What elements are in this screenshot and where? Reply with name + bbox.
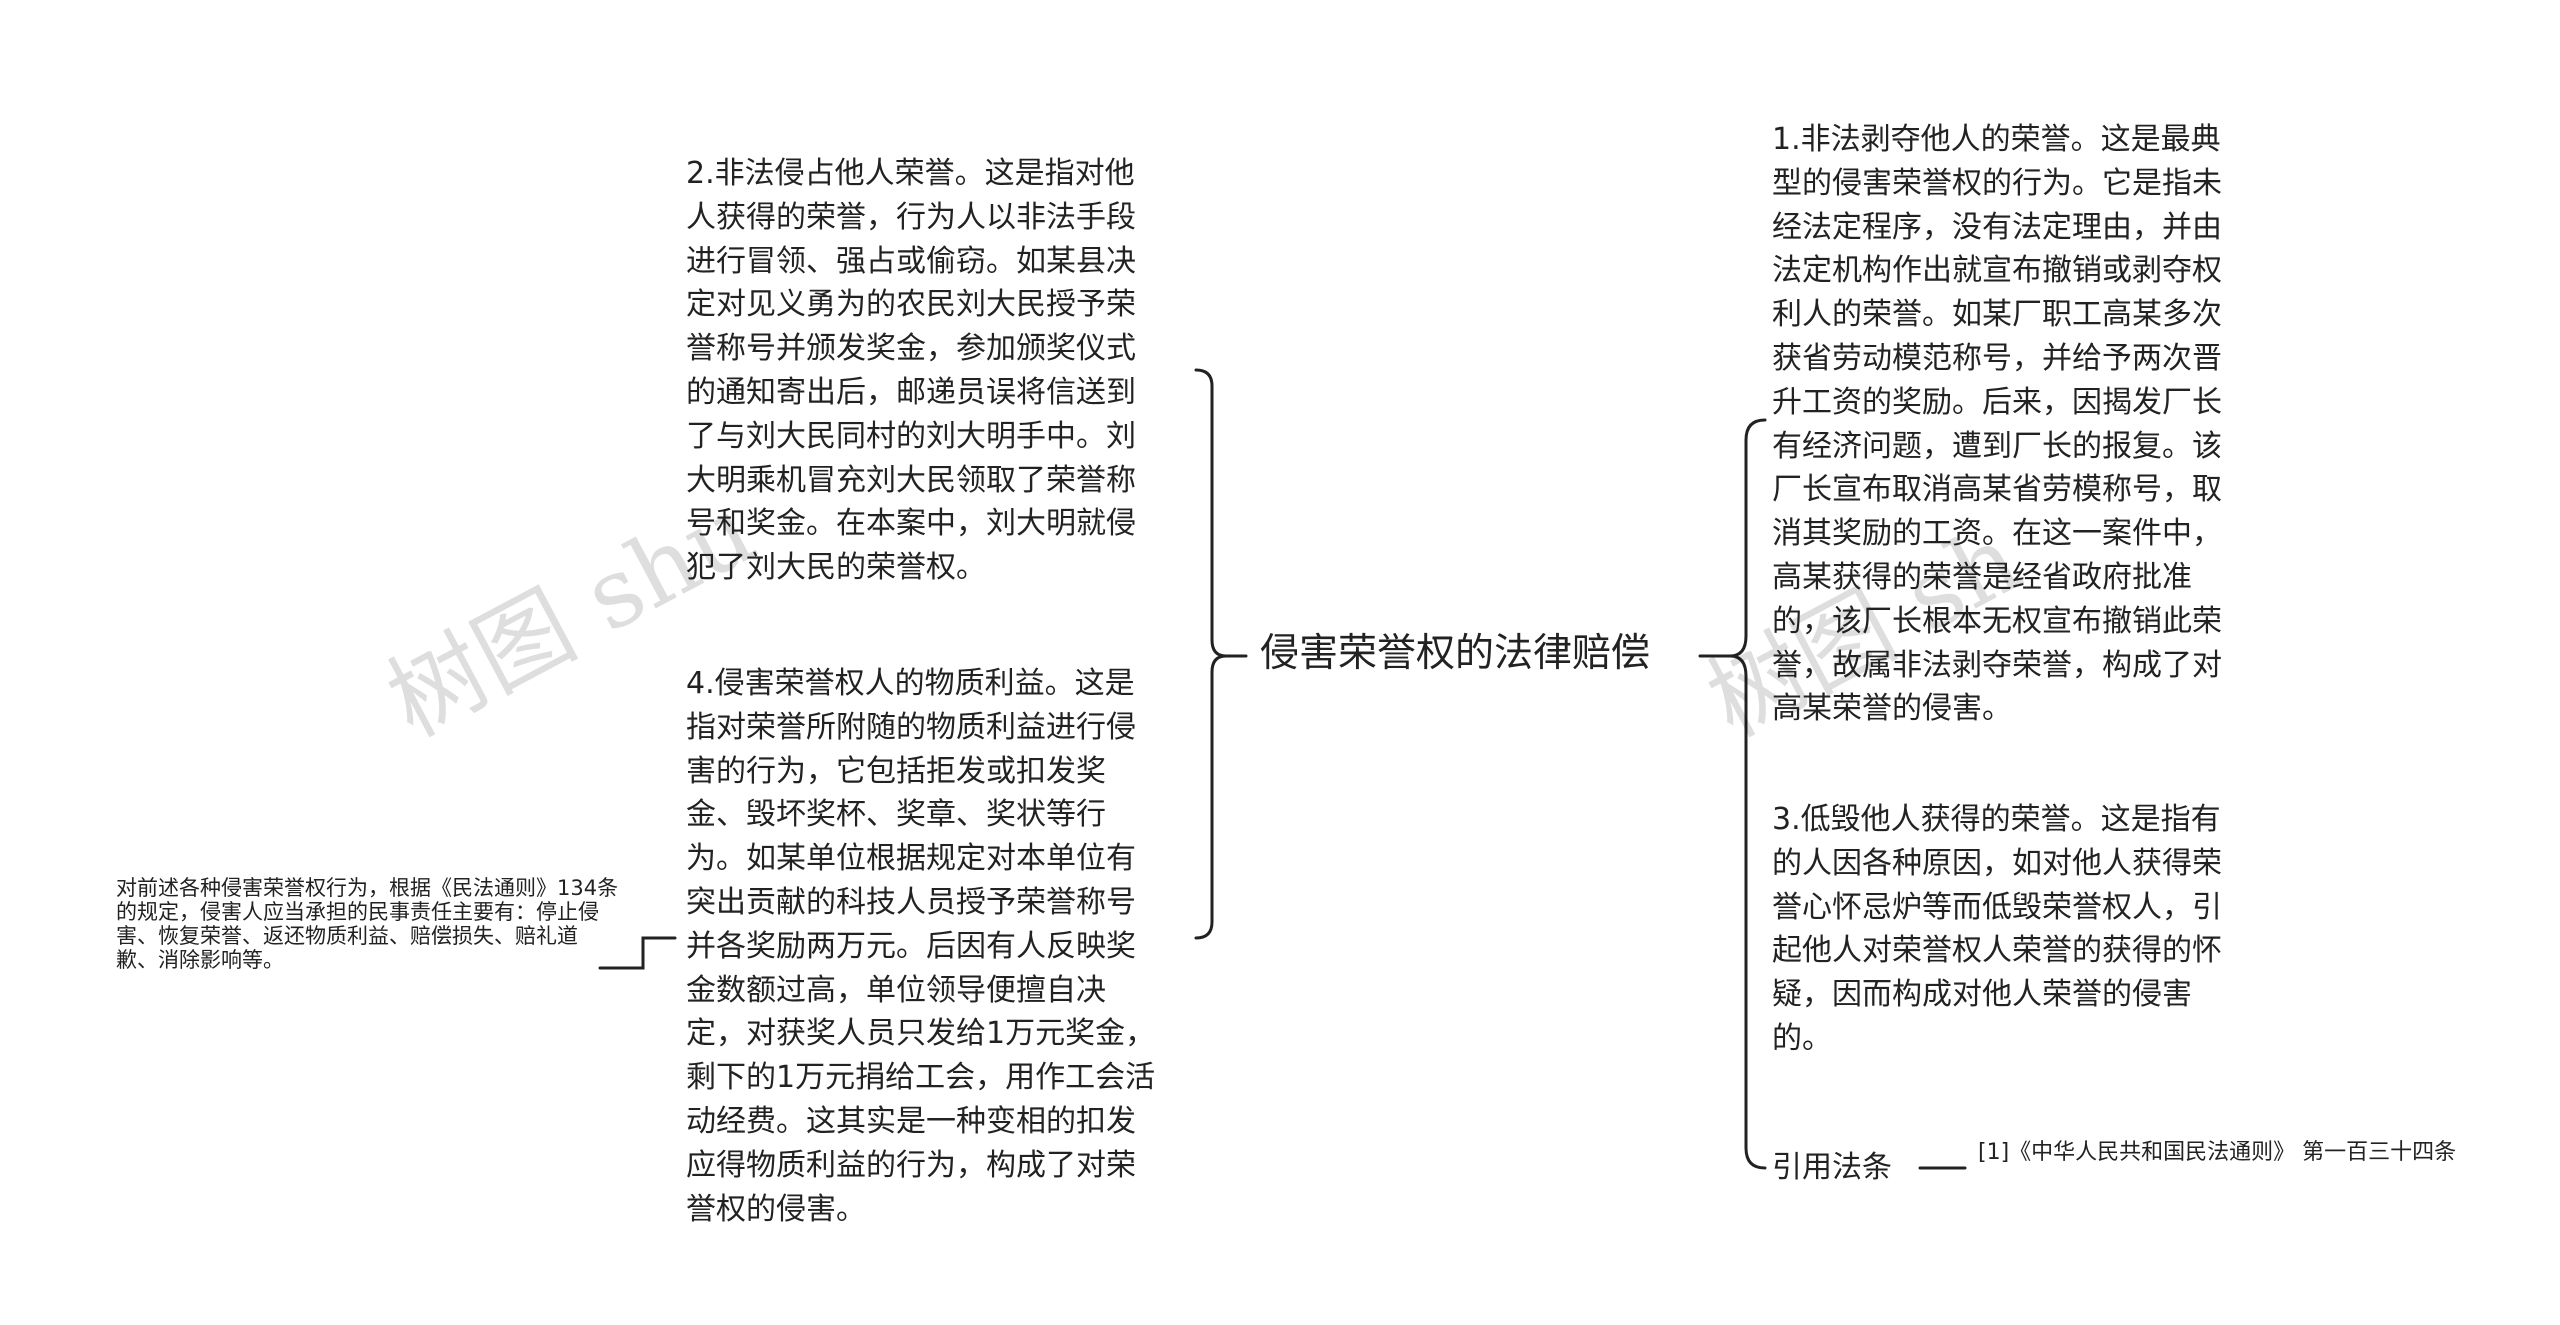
ref-label-node[interactable]: 引用法条 bbox=[1772, 1150, 1892, 1185]
bracket-left bbox=[1194, 368, 1227, 940]
right-node-1[interactable]: 1.非法剥夺他人的荣誉。这是最典型的侵害荣誉权的行为。它是指未经法定程序，没有法… bbox=[1772, 122, 2222, 727]
right-node-3[interactable]: 3.低毁他人获得的荣誉。这是指有的人因各种原因，如对他人获得荣誉心怀忌炉等而低毁… bbox=[1772, 802, 2222, 1056]
connector-left-sub bbox=[598, 936, 677, 970]
ref-citation-node[interactable]: [1]《中华人民共和国民法通则》 第一百三十四条 bbox=[1978, 1140, 2457, 1165]
left-sub-node[interactable]: 对前述各种侵害荣誉权行为，根据《民法通则》134条的规定，侵害人应当承担的民事责… bbox=[116, 876, 619, 972]
left-node-4[interactable]: 4.侵害荣誉权人的物质利益。这是指对荣誉所附随的物质利益进行侵害的行为，它包括拒… bbox=[686, 666, 1156, 1227]
left-node-2[interactable]: 2.非法侵占他人荣誉。这是指对他人获得的荣誉，行为人以非法手段进行冒领、强占或偷… bbox=[686, 156, 1136, 586]
center-node[interactable]: 侵害荣誉权的法律赔偿 bbox=[1260, 631, 1651, 676]
bracket-right bbox=[1729, 418, 1767, 1170]
